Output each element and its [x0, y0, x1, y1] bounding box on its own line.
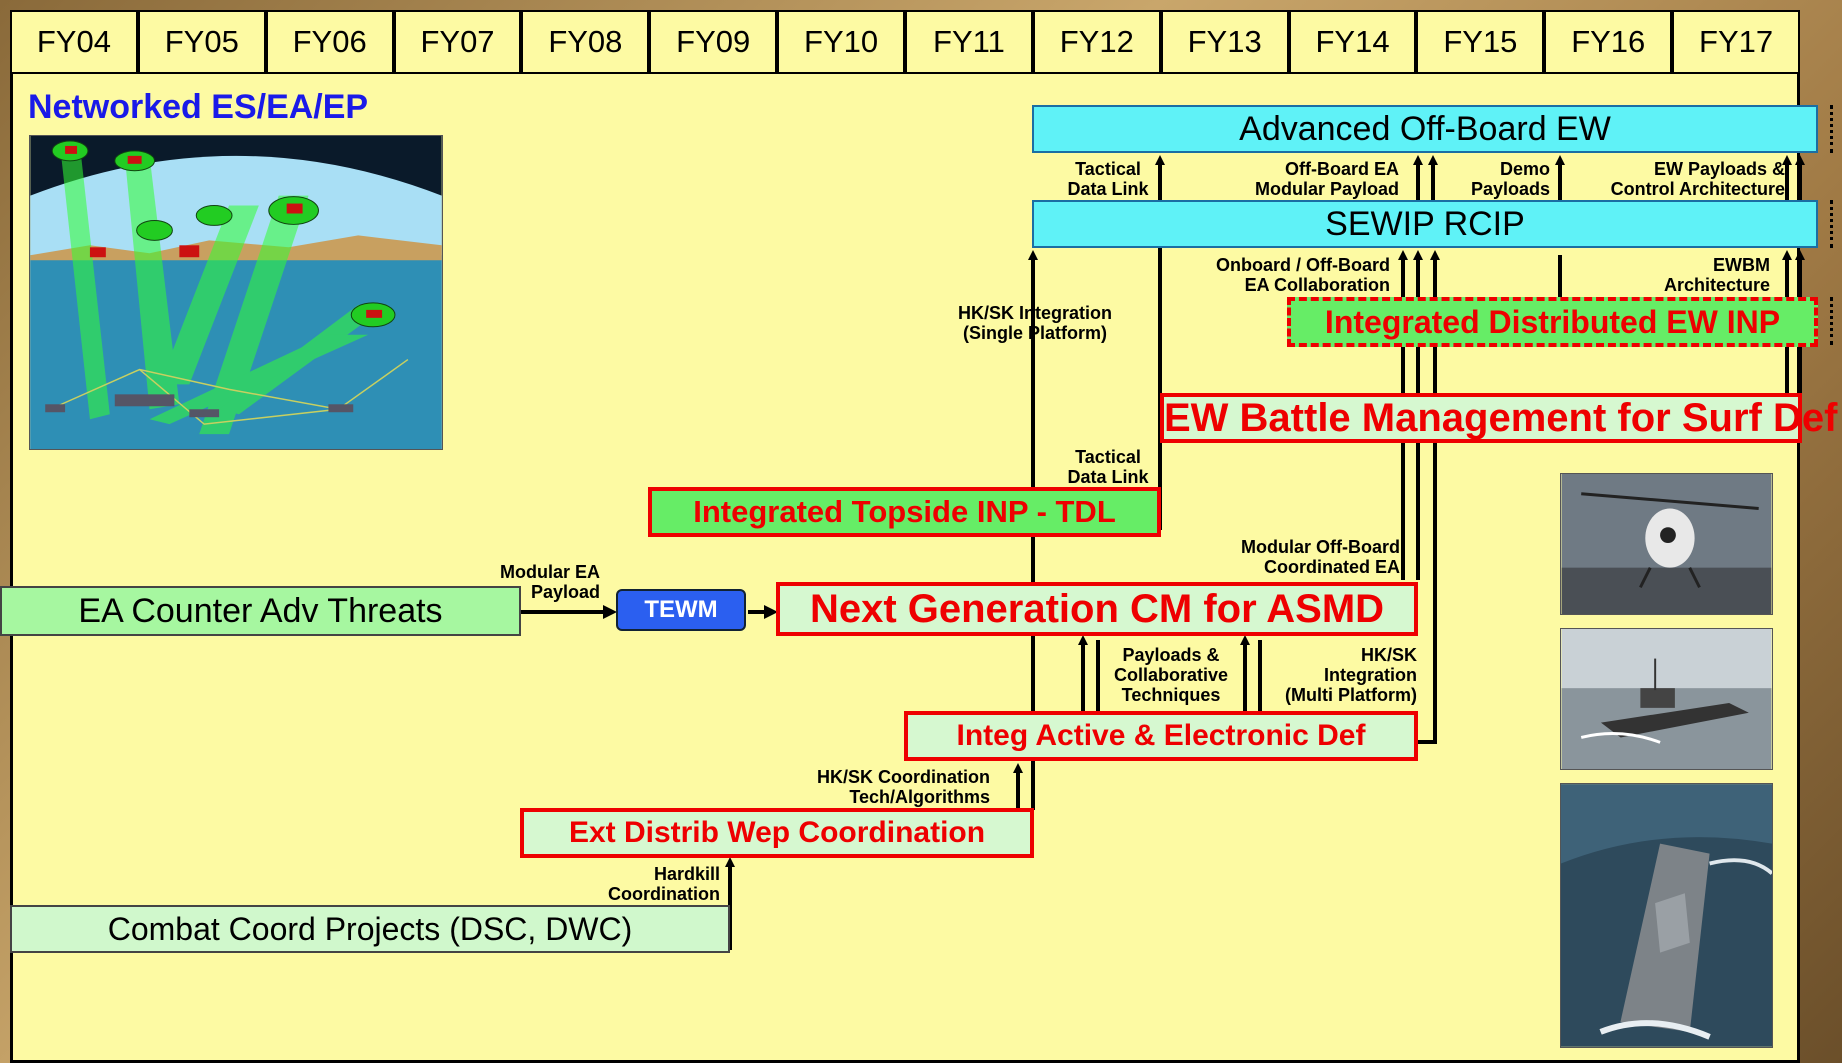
label-line: Tactical: [1075, 447, 1141, 467]
fy-cell: FY10: [777, 10, 906, 74]
label-line: Architecture: [1663, 275, 1770, 295]
integrated-topside-box: Integrated Topside INP - TDL: [648, 487, 1161, 537]
label-line: Modular EA: [499, 562, 600, 582]
dotted-marker: [1830, 297, 1836, 345]
sewip-rcip-box: SEWIP RCIP: [1032, 200, 1818, 248]
hksk-single-platform-label: HK/SK Integration (Single Platform): [940, 303, 1130, 343]
combat-coord-projects-box: Combat Coord Projects (DSC, DWC): [10, 905, 730, 953]
label-line: EW Payloads &: [1653, 159, 1785, 179]
dotted-marker: [1830, 200, 1836, 248]
network-illustration: [29, 135, 443, 450]
fy-cell: FY08: [521, 10, 650, 74]
label-line: Hardkill: [653, 864, 720, 884]
hksk-coordination-label: HK/SK Coordination Tech/Algorithms: [800, 767, 990, 807]
label-line: Modular Payload: [1254, 179, 1399, 199]
integ-active-electronic-def-box: Integ Active & Electronic Def: [904, 711, 1418, 761]
label-line: Payloads: [1470, 179, 1550, 199]
label-line: Coordination: [608, 884, 720, 904]
fy-cell: FY11: [905, 10, 1033, 74]
label-line: Control Architecture: [1610, 179, 1785, 199]
fy-cell: FY17: [1672, 10, 1801, 74]
hksk-multi-platform-label: HK/SK Integration (Multi Platform): [1265, 645, 1417, 705]
integrated-distributed-ew-box: Integrated Distributed EW INP: [1287, 297, 1818, 347]
label-line: Collaborative: [1113, 665, 1229, 685]
label-line: Modular Off-Board: [1241, 537, 1400, 557]
offboard-ea-label: Off-Board EA Modular Payload: [1244, 159, 1399, 199]
fy-cell: FY05: [137, 10, 266, 74]
tactical-data-link-label: Tactical Data Link: [1063, 159, 1153, 199]
ea-counter-adv-threats-box: EA Counter Adv Threats: [0, 586, 521, 636]
payloads-collaborative-label: Payloads & Collaborative Techniques: [1106, 645, 1236, 705]
fy-cell: FY07: [393, 10, 522, 74]
label-line: EWBM: [1713, 255, 1770, 275]
tactical-data-link-2-label: Tactical Data Link: [1063, 447, 1153, 487]
fiscal-year-header: FY04 FY05 FY06 FY07 FY08 FY09 FY10 FY11 …: [10, 10, 1801, 74]
modular-ea-payload-label: Modular EA Payload: [480, 562, 600, 602]
label-line: Tech/Algorithms: [849, 787, 990, 807]
label-line: HK/SK Coordination: [817, 767, 990, 787]
fy-cell: FY13: [1160, 10, 1289, 74]
tewm-box: TEWM: [616, 589, 746, 631]
fy-cell: FY16: [1544, 10, 1673, 74]
label-line: Off-Board EA: [1285, 159, 1399, 179]
label-line: HK/SK Integration: [957, 303, 1112, 323]
advanced-offboard-ew-box: Advanced Off-Board EW: [1032, 105, 1818, 153]
label-line: Coordinated EA: [1263, 557, 1400, 577]
networked-title: Networked ES/EA/EP: [28, 88, 369, 126]
label-line: (Multi Platform): [1285, 685, 1417, 705]
ewbm-architecture-label: EWBM Architecture: [1640, 255, 1770, 295]
hardkill-coordination-label: Hardkill Coordination: [590, 864, 720, 904]
label-line: Data Link: [1067, 179, 1149, 199]
ew-battle-management-box: EW Battle Management for Surf Def: [1160, 393, 1837, 443]
label-line: Tactical: [1075, 159, 1141, 179]
demo-payloads-label: Demo Payloads: [1460, 159, 1550, 199]
fy-cell: FY06: [265, 10, 394, 74]
label-line: Demo: [1499, 159, 1550, 179]
fy-cell: FY14: [1288, 10, 1417, 74]
fy-cell: FY04: [10, 10, 138, 74]
label-line: Techniques: [1121, 685, 1221, 705]
helicopter-drone-photo: [1560, 473, 1773, 615]
label-line: Onboard / Off-Board: [1216, 255, 1390, 275]
ext-distrib-wep-box: Ext Distrib Wep Coordination: [520, 808, 1034, 858]
fy-cell: FY09: [649, 10, 778, 74]
unmanned-boat-photo: [1560, 628, 1773, 770]
label-line: Payload: [530, 582, 600, 602]
dotted-marker: [1830, 105, 1836, 153]
ew-payloads-label: EW Payloads & Control Architecture: [1595, 159, 1785, 199]
label-line: EA Collaboration: [1244, 275, 1390, 295]
onboard-offboard-label: Onboard / Off-Board EA Collaboration: [1200, 255, 1390, 295]
label-line: Integration: [1324, 665, 1417, 685]
label-line: Data Link: [1067, 467, 1149, 487]
label-line: HK/SK: [1360, 645, 1417, 665]
label-line: Payloads &: [1122, 645, 1220, 665]
label-line: (Single Platform): [962, 323, 1107, 343]
warship-photo: [1560, 783, 1773, 1048]
modular-offboard-label: Modular Off-Board Coordinated EA: [1210, 537, 1400, 577]
fy-cell: FY12: [1032, 10, 1161, 74]
next-gen-cm-box: Next Generation CM for ASMD: [776, 582, 1418, 636]
fy-cell: FY15: [1416, 10, 1545, 74]
